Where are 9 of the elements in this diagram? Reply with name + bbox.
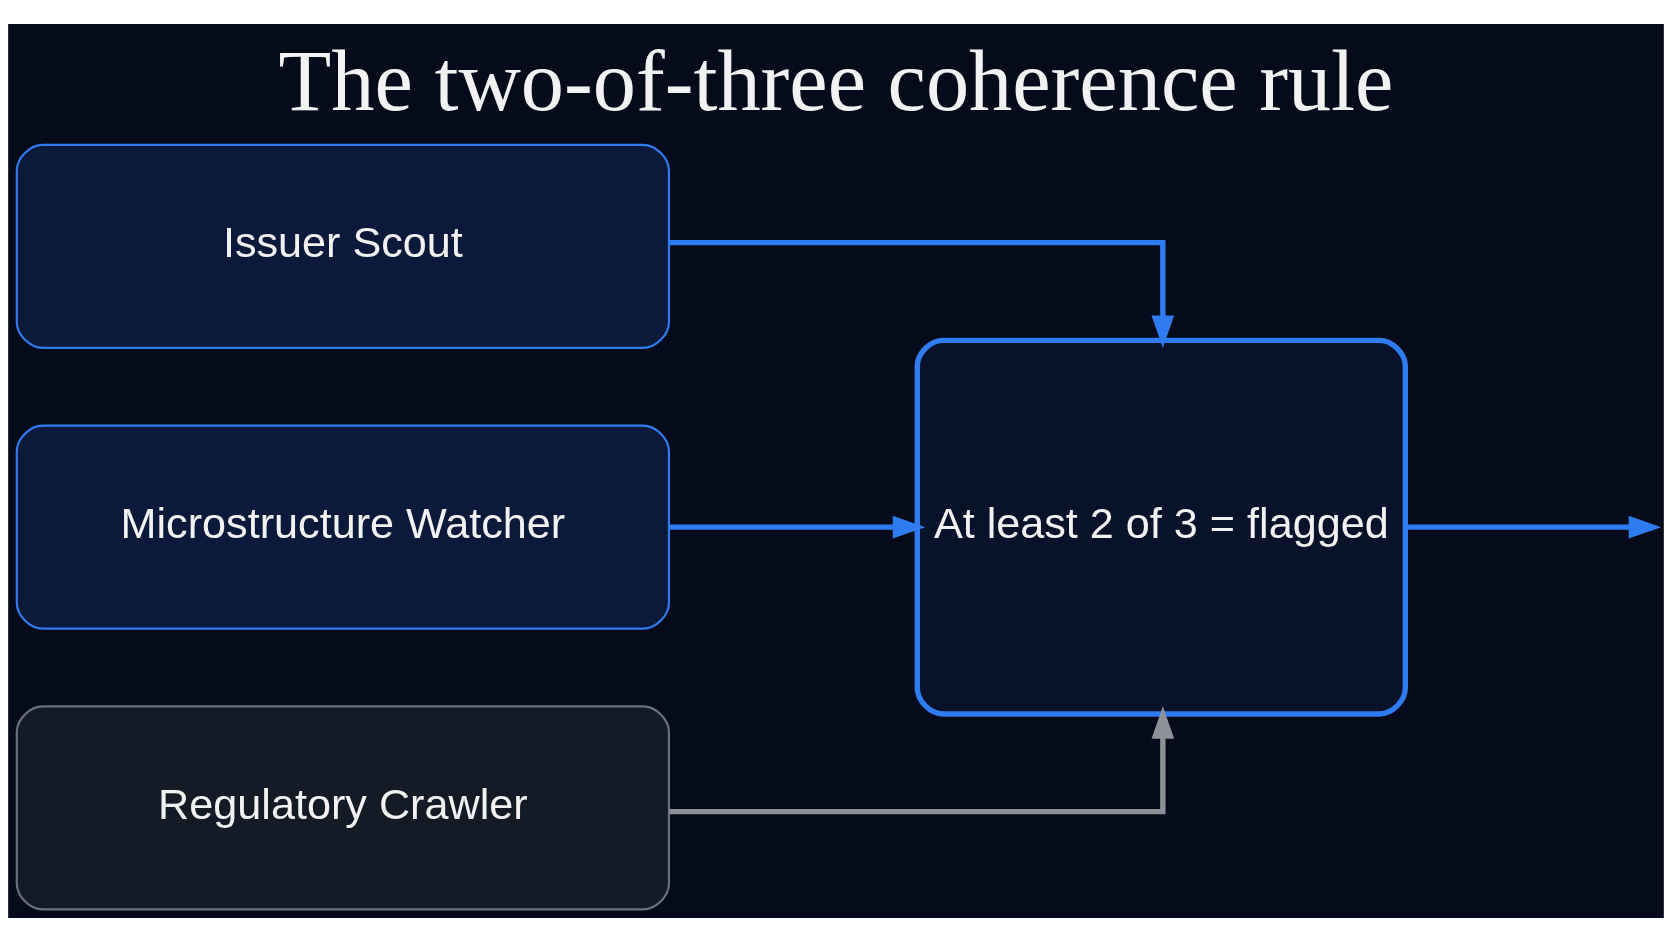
arrow — [669, 705, 1175, 814]
node-box: Microstructure Watcher — [15, 424, 671, 630]
diagram-title: The two-of-three coherence rule — [278, 32, 1394, 129]
arrow — [1405, 515, 1662, 538]
node-box: At least 2 of 3 = flagged — [914, 337, 1408, 717]
node-box: Issuer Scout — [15, 143, 671, 349]
arrow — [669, 239, 1175, 348]
arrow — [669, 515, 926, 538]
node-box: Regulatory Crawler — [15, 704, 671, 910]
